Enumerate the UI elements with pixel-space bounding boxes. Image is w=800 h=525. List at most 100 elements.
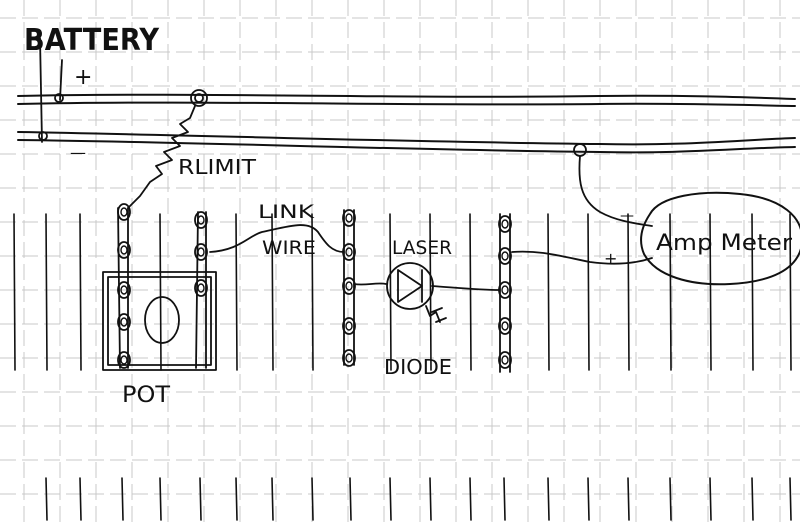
battery-minus-sign: — [70,143,86,162]
breadboard-column-stroke [159,213,162,371]
lower-column-stroke [199,477,202,521]
link-hole-inner [345,281,353,291]
breadboard-column-stroke [311,213,314,371]
right-hole-inner [501,355,509,365]
breadboard-column-stroke [235,213,238,371]
lower-column-stroke [503,477,506,521]
negative-rail-edge [17,139,796,154]
lower-column-stroke [349,477,352,521]
negative-rail [17,131,796,146]
pot-left-hole [117,313,131,331]
pot-right-hole-inner [197,283,205,293]
pot-left-hole [117,203,131,221]
pot-left-hole [117,351,131,369]
rlimit-label: RLIMIT [178,155,257,179]
right-hole-inner [501,219,509,229]
lower-breadboard-columns [45,477,792,521]
breadboard-column-stroke [587,213,590,371]
pot-right-hole [194,279,208,297]
lower-column-stroke [79,477,82,521]
lower-column-stroke [311,477,314,521]
positive-rail-edge [17,101,796,107]
right-hole [498,351,512,369]
pot-left-hole-inner [120,317,128,327]
lower-column-stroke [45,477,48,521]
lower-column-stroke [669,477,672,521]
breadboard-column-stroke [389,213,392,371]
breadboard-columns [13,213,792,371]
breadboard-column-stroke [469,213,472,371]
right-strip [499,213,511,373]
meter-plus-sign: + [604,249,617,268]
link-hole-inner [345,247,353,257]
breadboard-column-stroke [45,213,48,371]
breadboard-column-stroke [789,213,792,371]
right-hole-inner [501,251,509,261]
pot-left-hole-inner [120,285,128,295]
lower-column-stroke [627,477,630,521]
breadboard-column-stroke [79,213,82,371]
lower-column-stroke [271,477,274,521]
lower-column-stroke [587,477,590,521]
link-hole [342,317,356,335]
lower-column-stroke [121,477,124,521]
right-hole [498,247,512,265]
right-hole-inner [501,285,509,295]
pot-left-hole-inner [120,245,128,255]
lower-column-stroke [469,477,472,521]
pot-left-hole-inner [120,207,128,217]
lower-column-stroke [789,477,792,521]
diode-label: DIODE [384,355,452,379]
link-wire-label-line2: WIRE [262,237,316,259]
pot-left-hole [117,241,131,259]
lower-column-stroke [751,477,754,521]
pot-right-hole-inner [197,215,205,225]
link-hole-inner [345,353,353,363]
breadboard-column-stroke [271,213,274,371]
meter-minus-sign: — [620,208,634,224]
breadboard-column-stroke [751,213,754,371]
meter-wiring [511,143,653,265]
lower-column-stroke [429,477,432,521]
laser-diode-icon [353,262,501,323]
breadboard-column-stroke [13,213,16,371]
right-hole [498,215,512,233]
positive-rail [17,93,796,100]
right-strip-holes [498,215,512,369]
limit-resistor-icon [127,89,208,209]
battery-label: BATTERY [24,23,160,58]
battery-plus-sign: + [74,65,92,90]
link-hole [342,243,356,261]
link-wire-label-line1: LINK [258,201,315,223]
right-hole [498,317,512,335]
lower-column-stroke [235,477,238,521]
pot-left-hole-inner [120,355,128,365]
amp-meter-icon [640,191,800,286]
breadboard-column-stroke [709,213,712,371]
supply-rails [17,93,796,154]
breadboard-column-stroke [547,213,550,371]
breadboard-column-stroke [669,213,672,371]
battery-leads [38,37,64,143]
lower-column-stroke [159,477,162,521]
link-hole [342,277,356,295]
potentiometer-pins [117,203,208,369]
link-wire [209,224,345,253]
lower-column-stroke [709,477,712,521]
link-hole-inner [345,213,353,223]
pot-right-hole-inner [197,247,205,257]
pot-right-hole [194,243,208,261]
link-hole-inner [345,321,353,331]
link-strip-holes [342,209,356,367]
lower-column-stroke [389,477,392,521]
right-hole-inner [501,321,509,331]
link-hole [342,209,356,227]
pot-right-hole [194,211,208,229]
lower-column-stroke [547,477,550,521]
right-hole [498,281,512,299]
pot-left-hole [117,281,131,299]
pot-label: POT [122,383,171,408]
laser-label: LASER [392,237,452,259]
